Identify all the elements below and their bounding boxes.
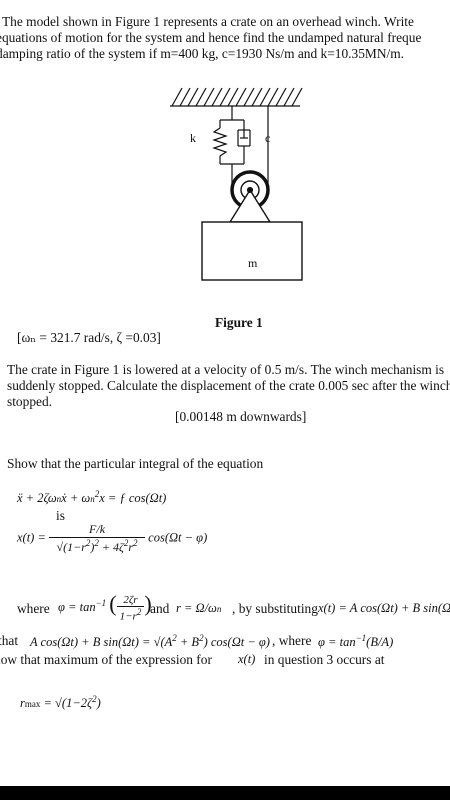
show-max-line: how that maximum of the expression for — [0, 652, 212, 667]
answer1: [ωₙ = 321.7 rad/s, ζ =0.03] — [17, 330, 161, 345]
mass-label: m — [248, 256, 258, 270]
pulley — [228, 170, 272, 223]
problem2-line3: stopped. — [7, 394, 53, 409]
figure-caption: Figure 1 — [215, 315, 263, 330]
bottom-edge-bar — [0, 786, 450, 800]
substitution-expr: x(t) = A cos(Ωt) + B sin(Ω — [318, 601, 450, 615]
rmax-formula: rmax = √(1−2ζ2) — [20, 694, 101, 711]
problem1-line2: equations of motion for the system and h… — [0, 30, 422, 45]
that-word: that — [0, 633, 19, 648]
xt-expr: x(t) — [238, 652, 256, 666]
spring-label: k — [190, 131, 196, 145]
occurs-at: in question 3 occurs at — [264, 652, 385, 667]
where-phi-word: , where — [272, 633, 312, 648]
by-substituting: , by substituting — [232, 601, 318, 616]
particular-integral: x(t) = F/k √(1−r2)2 + 4ζ2r2 cos(Ωt − φ) — [17, 522, 208, 554]
problem3-intro: Show that the particular integral of the… — [7, 456, 264, 471]
spring — [212, 127, 228, 157]
is-word: is — [56, 508, 65, 523]
answer2: [0.00148 m downwards] — [175, 409, 307, 424]
problem2-line1: The crate in Figure 1 is lowered at a ve… — [7, 362, 445, 377]
ceiling — [170, 87, 303, 107]
trig-identity: A cos(Ωt) + B sin(Ωt) = √(A2 + B2) cos(Ω… — [30, 633, 270, 650]
and-word: and — [150, 601, 170, 616]
mass-block — [201, 221, 303, 281]
winch-diagram — [170, 87, 303, 281]
equation-of-motion: ẍ + 2ζωnẋ + ωn2x = ƒ cos(Ωt) — [17, 489, 167, 506]
damper-label: c — [265, 131, 271, 145]
problem1-line3: damping ratio of the system if m=400 kg,… — [0, 46, 404, 61]
phi-ratio: φ = tan−1(B/A) — [318, 633, 394, 650]
problem2-line2: suddenly stopped. Calculate the displace… — [7, 378, 450, 393]
problem1-line1: The model shown in Figure 1 represents a… — [2, 14, 414, 29]
where-word: where — [17, 601, 50, 616]
r-definition: r = Ω/ωn — [176, 601, 222, 615]
damper — [237, 128, 251, 147]
